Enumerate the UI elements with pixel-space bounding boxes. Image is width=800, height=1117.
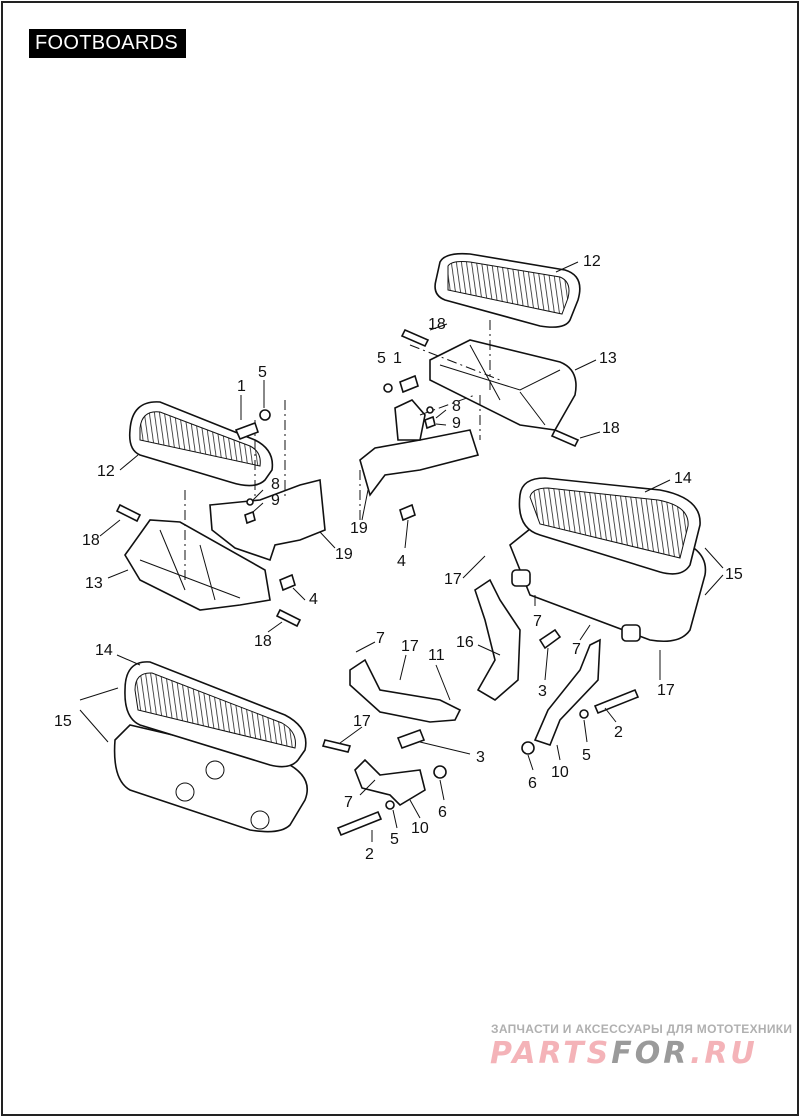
callout: 11 xyxy=(428,647,445,664)
callout: 5 xyxy=(377,350,386,367)
callout: 2 xyxy=(614,724,623,741)
callout: 18 xyxy=(82,532,100,549)
callout: 6 xyxy=(528,775,537,792)
watermark-logo-parts: PARTS xyxy=(490,1036,612,1071)
mount-bracket-right xyxy=(359,399,480,497)
watermark-logo-for: FOR xyxy=(611,1036,690,1071)
callout: 14 xyxy=(674,470,692,487)
callout: 3 xyxy=(476,749,485,766)
linkage-left xyxy=(321,658,462,837)
footboard-pad-left-upper xyxy=(128,401,274,487)
callout: 8 xyxy=(452,398,461,415)
callout: 7 xyxy=(572,641,581,658)
callout: 13 xyxy=(599,350,617,367)
callout: 9 xyxy=(452,415,461,432)
callout: 12 xyxy=(97,463,115,480)
callout: 10 xyxy=(411,820,429,837)
callout-labels: 12 18 5 1 13 8 9 18 19 4 14 15 17 7 16 3… xyxy=(54,253,743,863)
leader-lines xyxy=(79,261,724,842)
callout: 15 xyxy=(54,713,72,730)
callout: 7 xyxy=(376,630,385,647)
callout: 16 xyxy=(456,634,474,651)
footboard-left-lower xyxy=(113,661,308,833)
mount-bracket-left xyxy=(209,478,326,562)
callout: 3 xyxy=(538,683,547,700)
callout: 17 xyxy=(401,638,419,655)
callout: 5 xyxy=(390,831,399,848)
watermark-tagline: ЗАПЧАСТИ И АКСЕССУАРЫ ДЛЯ МОТОТЕХНИКИ xyxy=(491,1022,793,1036)
callout: 1 xyxy=(393,350,402,367)
callout: 15 xyxy=(725,566,743,583)
callout: 7 xyxy=(344,794,353,811)
callout: 9 xyxy=(271,492,280,509)
footboard-bracket-left-upper xyxy=(124,519,271,611)
callout: 4 xyxy=(309,591,318,608)
callout: 12 xyxy=(583,253,601,270)
callout: 13 xyxy=(85,575,103,592)
callout: 4 xyxy=(397,553,406,570)
callout: 18 xyxy=(254,633,272,650)
footboard-right-lower xyxy=(509,477,707,643)
footboard-pad-right-upper xyxy=(434,252,581,328)
callout: 7 xyxy=(533,613,542,630)
callout: 1 xyxy=(237,378,246,395)
callout: 5 xyxy=(258,364,267,381)
watermark-logo: PARTSFOR.RU xyxy=(490,1036,758,1071)
callout: 17 xyxy=(353,713,371,730)
callout: 6 xyxy=(438,804,447,821)
callout: 17 xyxy=(444,571,462,588)
page-title: FOOTBOARDS xyxy=(29,29,187,58)
callout: 8 xyxy=(271,476,280,493)
callout: 5 xyxy=(582,747,591,764)
callout: 18 xyxy=(428,316,446,333)
callout: 18 xyxy=(602,420,620,437)
callout: 19 xyxy=(335,546,353,563)
callout: 19 xyxy=(350,520,368,537)
callout: 2 xyxy=(365,846,374,863)
linkage-right xyxy=(474,569,641,755)
watermark-logo-ru: .RU xyxy=(689,1036,758,1071)
fasteners xyxy=(115,328,580,628)
callout: 10 xyxy=(551,764,569,781)
callout: 17 xyxy=(657,682,675,699)
footboard-bracket-right-upper xyxy=(429,339,577,431)
callout: 14 xyxy=(95,642,113,659)
